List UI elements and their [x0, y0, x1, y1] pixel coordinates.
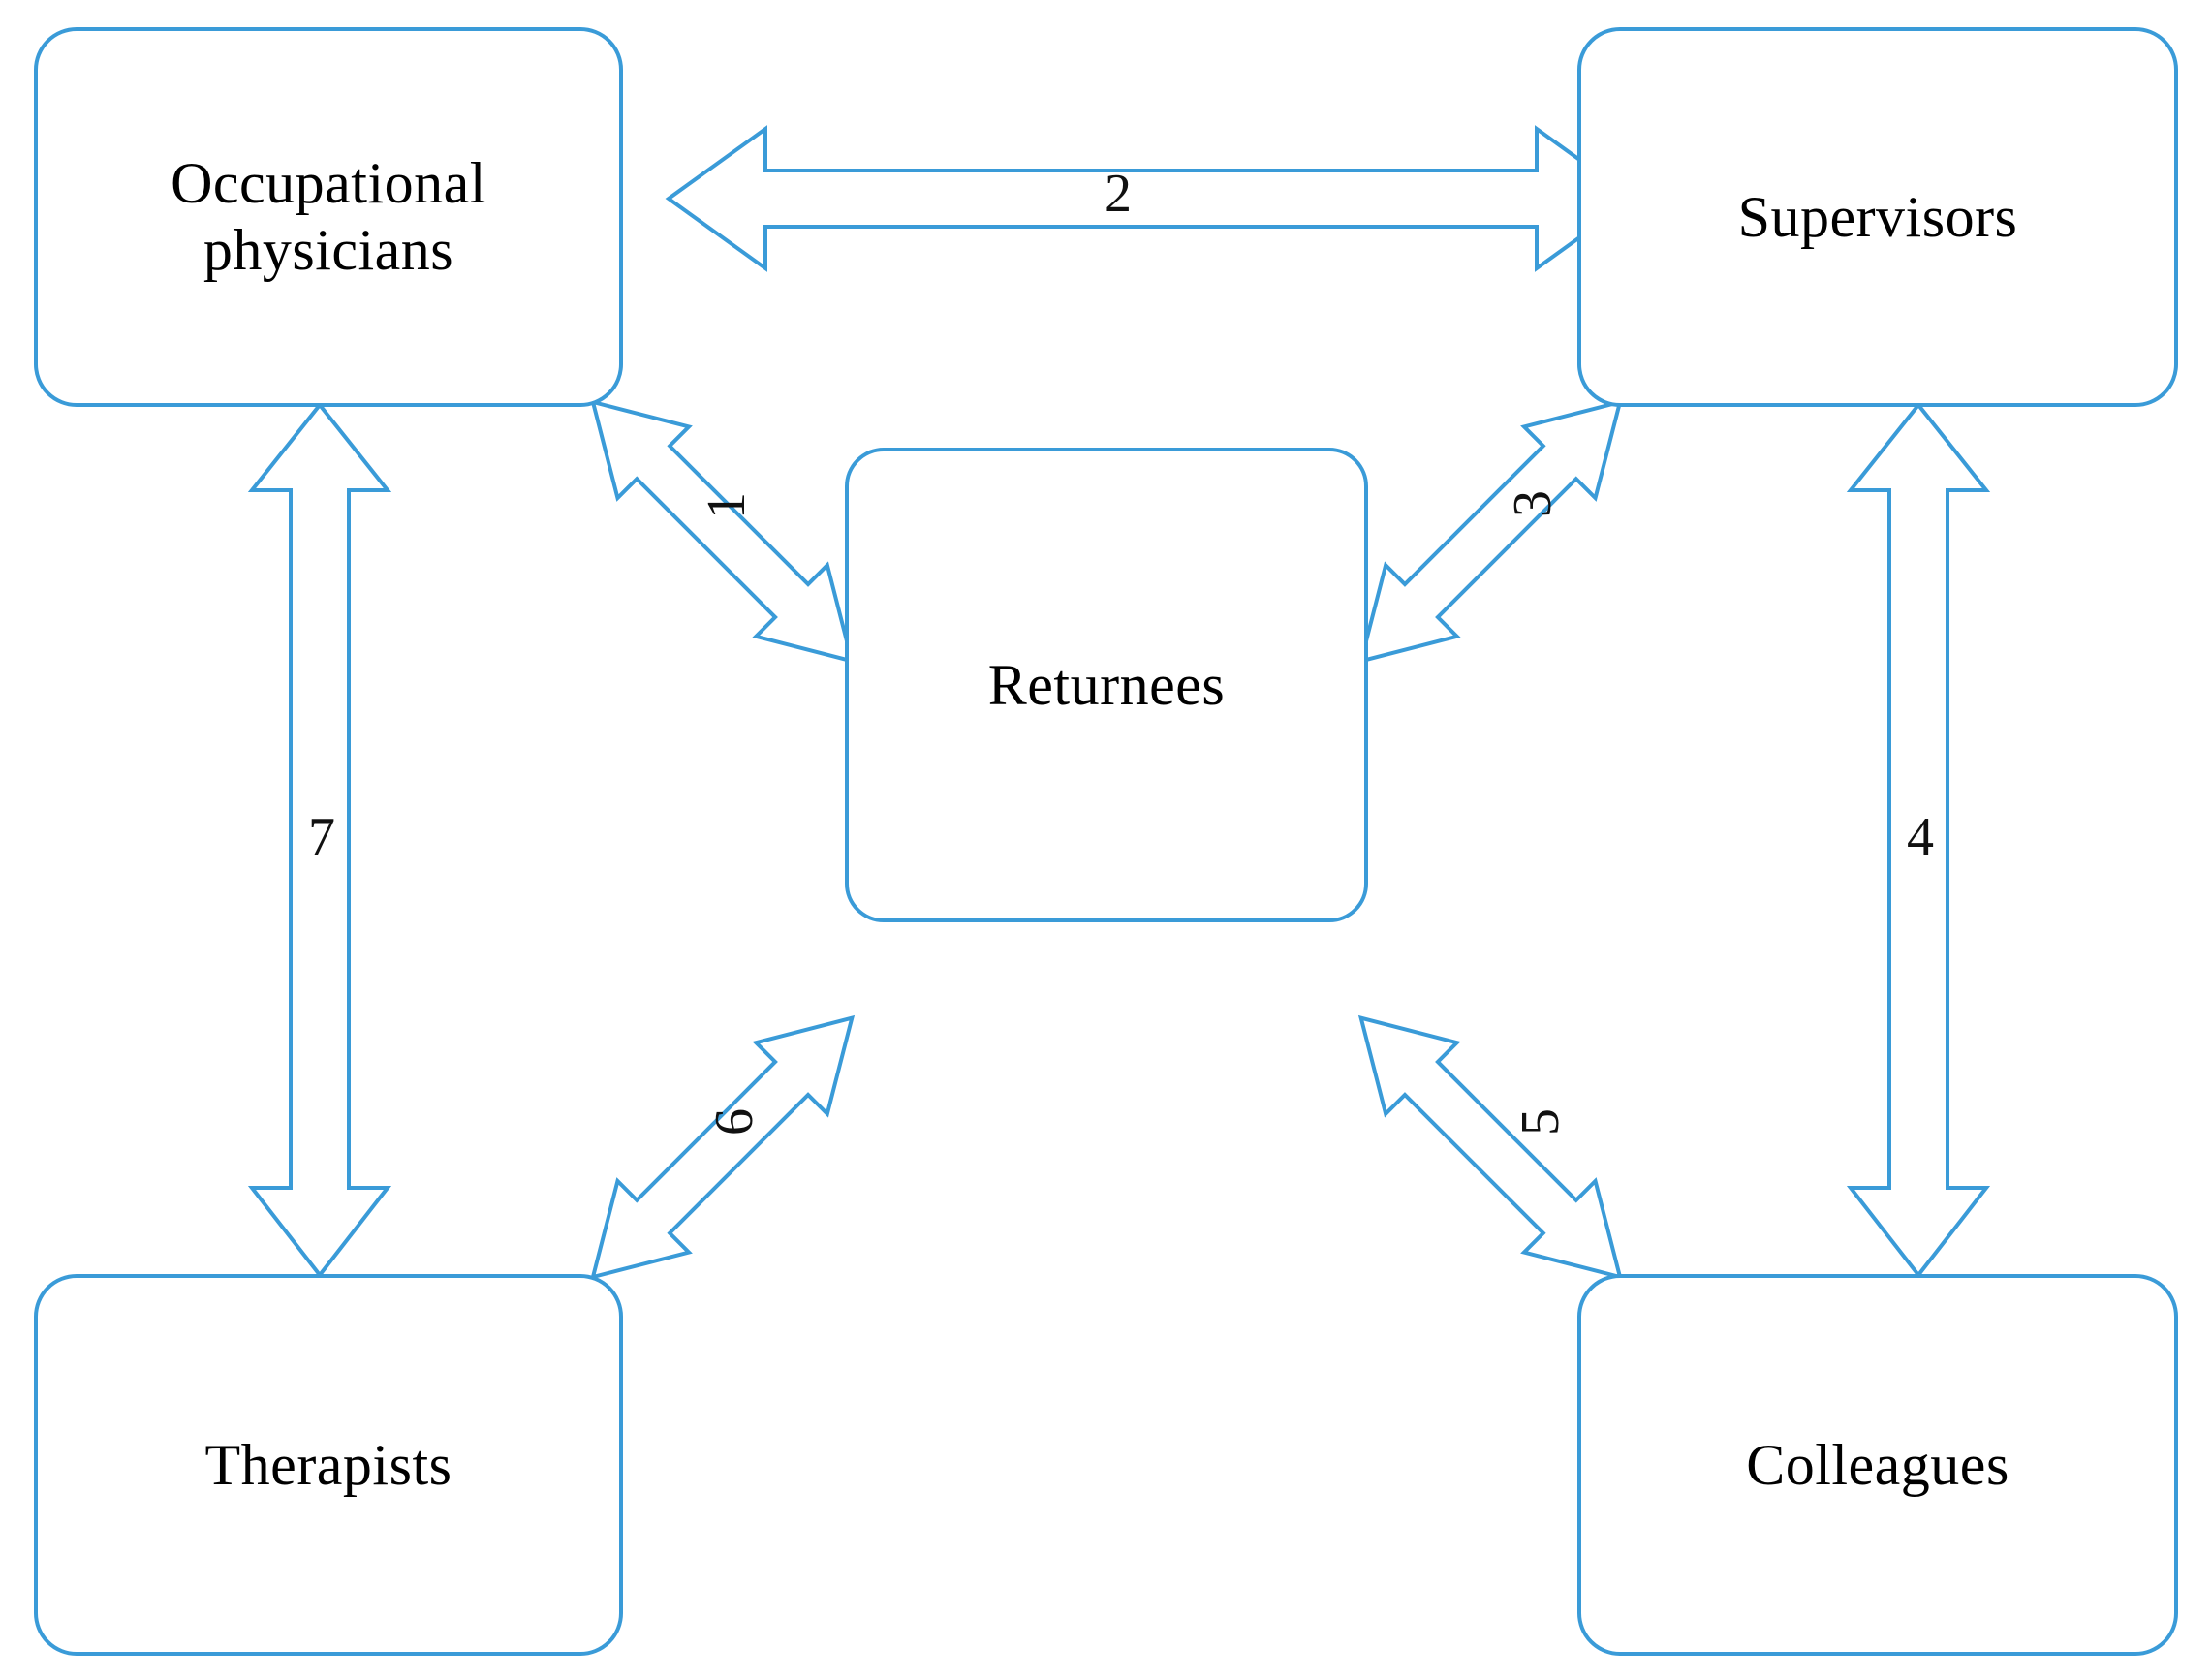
node-label-returnees: Returnees: [987, 652, 1226, 717]
node-therapists[interactable]: Therapists: [34, 1274, 623, 1656]
edge-label-4: 4: [1907, 807, 1934, 867]
edge-label-5: 5: [1511, 1108, 1571, 1136]
node-occupational-physicians[interactable]: Occupational physicians: [34, 27, 623, 407]
node-label-colleagues: Colleagues: [1746, 1432, 2009, 1497]
node-returnees[interactable]: Returnees: [845, 448, 1368, 922]
edge-label-3: 3: [1503, 490, 1563, 517]
edge-label-6: 6: [704, 1108, 764, 1136]
node-supervisors[interactable]: Supervisors: [1577, 27, 2178, 407]
connector-edge-2: [665, 125, 1637, 272]
node-label-therapists: Therapists: [204, 1432, 452, 1497]
connector-edge-5: [1357, 1014, 1623, 1280]
node-label-supervisors: Supervisors: [1737, 184, 2018, 249]
connector-edge-1: [590, 399, 856, 665]
edge-label-2: 2: [1105, 164, 1132, 224]
connector-edge-3: [1357, 399, 1623, 665]
node-colleagues[interactable]: Colleagues: [1577, 1274, 2178, 1656]
edge-label-1: 1: [697, 492, 757, 519]
node-label-occupational-physicians: Occupational physicians: [171, 151, 486, 282]
edge-label-7: 7: [308, 807, 335, 867]
connector-edge-6: [590, 1014, 856, 1280]
